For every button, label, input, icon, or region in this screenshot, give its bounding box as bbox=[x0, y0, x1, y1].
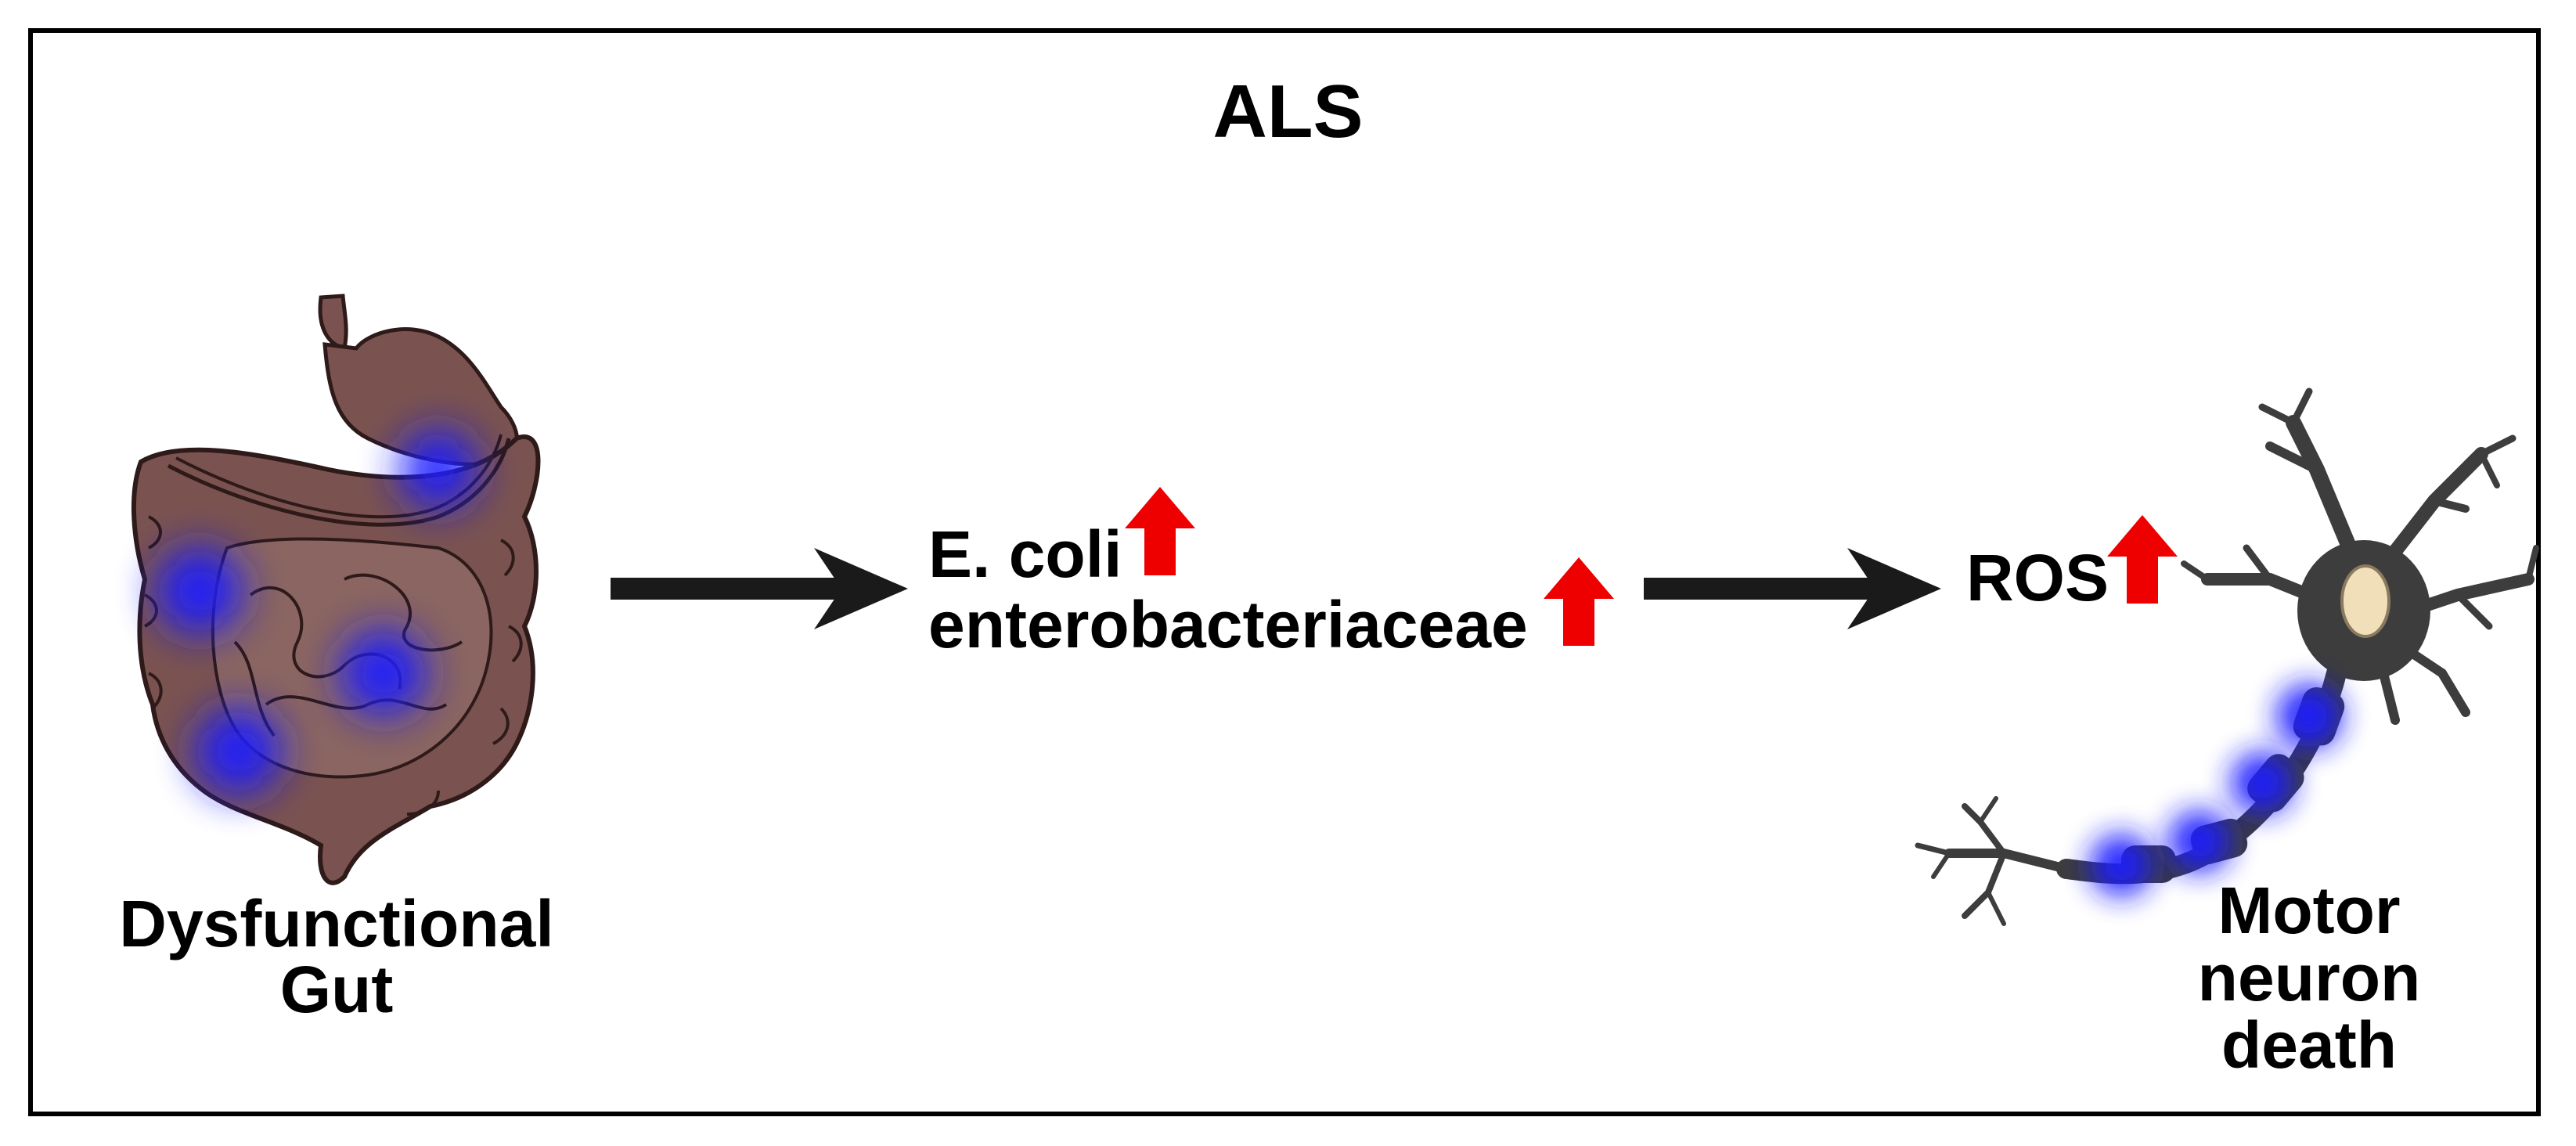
gut-icon bbox=[131, 294, 541, 885]
increase-arrow-entero bbox=[1544, 557, 1614, 646]
enterobacteriaceae-label: enterobacteriaceae bbox=[928, 588, 1528, 661]
ecoli-label: E. coli bbox=[928, 517, 1122, 591]
diagram-title: ALS bbox=[1212, 70, 1364, 153]
ros-label: ROS bbox=[1966, 541, 2109, 614]
mn-label-line2: neuron bbox=[2197, 941, 2421, 1014]
gut-label-line1: Dysfunctional bbox=[119, 887, 554, 960]
motor-neuron-death-label: Motor neuron death bbox=[2160, 877, 2458, 1079]
mn-label-line1: Motor bbox=[2218, 874, 2401, 947]
increase-arrow-ecoli bbox=[1125, 487, 1195, 575]
gut-label-line2: Gut bbox=[279, 953, 394, 1026]
gut-label: Dysfunctional Gut bbox=[102, 891, 571, 1022]
flow-arrow-2 bbox=[1644, 548, 1941, 629]
increase-arrow-ros bbox=[2107, 515, 2178, 604]
flow-arrow-1 bbox=[611, 548, 908, 629]
mn-label-line3: death bbox=[2221, 1008, 2398, 1082]
motor-neuron-icon bbox=[1915, 387, 2539, 926]
